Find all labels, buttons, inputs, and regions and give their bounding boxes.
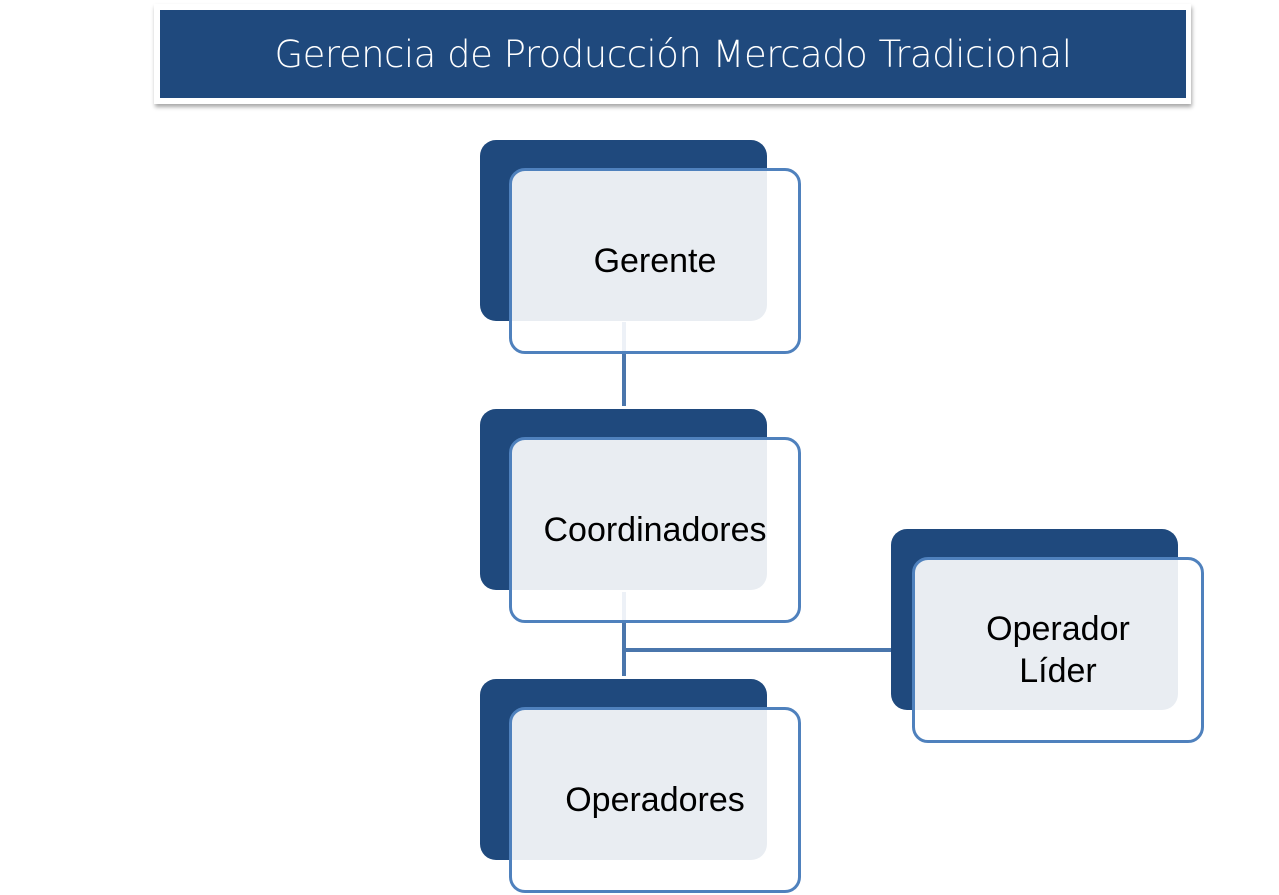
node-label: Coordinadores [543,510,767,549]
node-operadores: Operadores [509,707,801,893]
node-label: Gerente [593,241,717,280]
title-banner: Gerencia de Producción Mercado Tradicion… [154,4,1191,104]
page-title: Gerencia de Producción Mercado Tradicion… [160,10,1186,98]
node-operador-lider: Operador Líder [912,557,1204,743]
connector-operador-lider [624,648,891,652]
node-label: Operador Líder [986,609,1130,691]
node-coordinadores: Coordinadores [509,437,801,623]
node-gerente: Gerente [509,168,801,354]
connector-gerente-coordinadores [622,322,626,406]
node-label: Operadores [565,780,745,819]
connector-coordinadores-operadores [622,592,626,676]
